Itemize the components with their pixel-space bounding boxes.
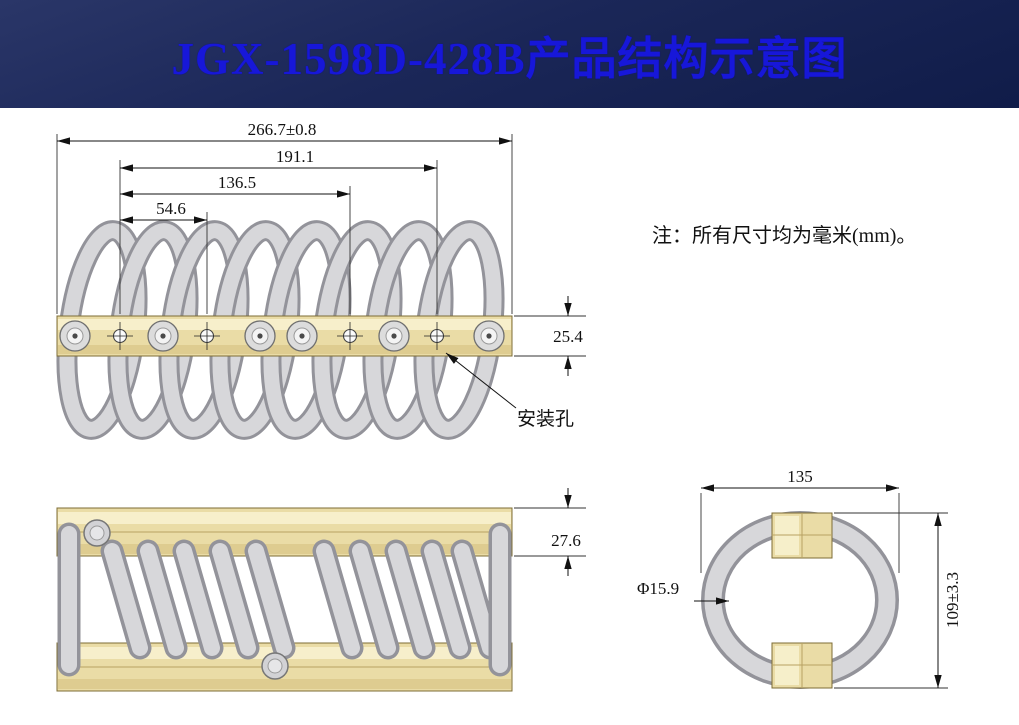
wire-rod <box>256 551 284 648</box>
grommet <box>286 320 318 352</box>
grommet <box>59 320 91 352</box>
mount-hole-label: 安装孔 <box>517 408 574 430</box>
dimensions-top: 27.6 <box>514 488 586 576</box>
dim-136: 136.5 <box>218 173 256 192</box>
mounting-holes <box>107 322 450 350</box>
dim-ring-width: 135 <box>787 467 813 486</box>
wire-rod <box>360 551 388 648</box>
clamp-block-bottom <box>771 642 833 689</box>
mounting-hole <box>424 322 450 350</box>
wire-rod <box>112 551 140 648</box>
wire-rod <box>324 551 352 648</box>
wire-grommets <box>59 320 505 352</box>
title-bar: JGX-1598D-428B产品结构示意图 <box>0 0 1019 108</box>
side-view: 135 109±3.3 Φ15.9 <box>637 467 962 689</box>
units-note: 注：所有尺寸均为毫米(mm)。 <box>652 224 916 247</box>
dimensions-side: 135 109±3.3 Φ15.9 <box>637 467 962 689</box>
mounting-hole <box>107 322 133 350</box>
wire-rod <box>184 551 212 648</box>
dim-191: 191.1 <box>276 147 314 166</box>
dimensions-front: 266.7±0.8 191.1 136.5 54.6 25.4 <box>57 120 586 376</box>
mount-hole-callout: 安装孔 <box>445 352 574 430</box>
front-view: 266.7±0.8 191.1 136.5 54.6 25.4 安装孔 <box>57 120 586 433</box>
dim-overall: 266.7±0.8 <box>248 120 317 139</box>
page-title: JGX-1598D-428B产品结构示意图 <box>171 33 848 84</box>
mounting-bar-top-upper <box>56 507 513 557</box>
clamp-block-top <box>771 512 833 559</box>
wire-rod <box>220 551 248 648</box>
grommet <box>378 320 410 352</box>
grommet <box>244 320 276 352</box>
extension-lines-front <box>56 134 513 314</box>
top-view: 27.6 <box>56 488 586 692</box>
wire-rods-top <box>57 522 512 677</box>
wire-rod <box>148 551 176 648</box>
technical-drawing: 266.7±0.8 191.1 136.5 54.6 25.4 安装孔 <box>0 120 962 692</box>
wire-rod <box>396 551 424 648</box>
dim-wire-diameter: Φ15.9 <box>637 579 679 598</box>
grommet <box>147 320 179 352</box>
dim-bar-thickness: 27.6 <box>551 531 581 550</box>
mounting-hole <box>337 322 363 350</box>
wire-loop-ends <box>83 519 289 680</box>
mounting-hole <box>194 322 220 350</box>
grommet <box>473 320 505 352</box>
dim-bar-height: 25.4 <box>553 327 583 346</box>
dim-54: 54.6 <box>156 199 186 218</box>
dim-ring-height: 109±3.3 <box>943 572 962 628</box>
